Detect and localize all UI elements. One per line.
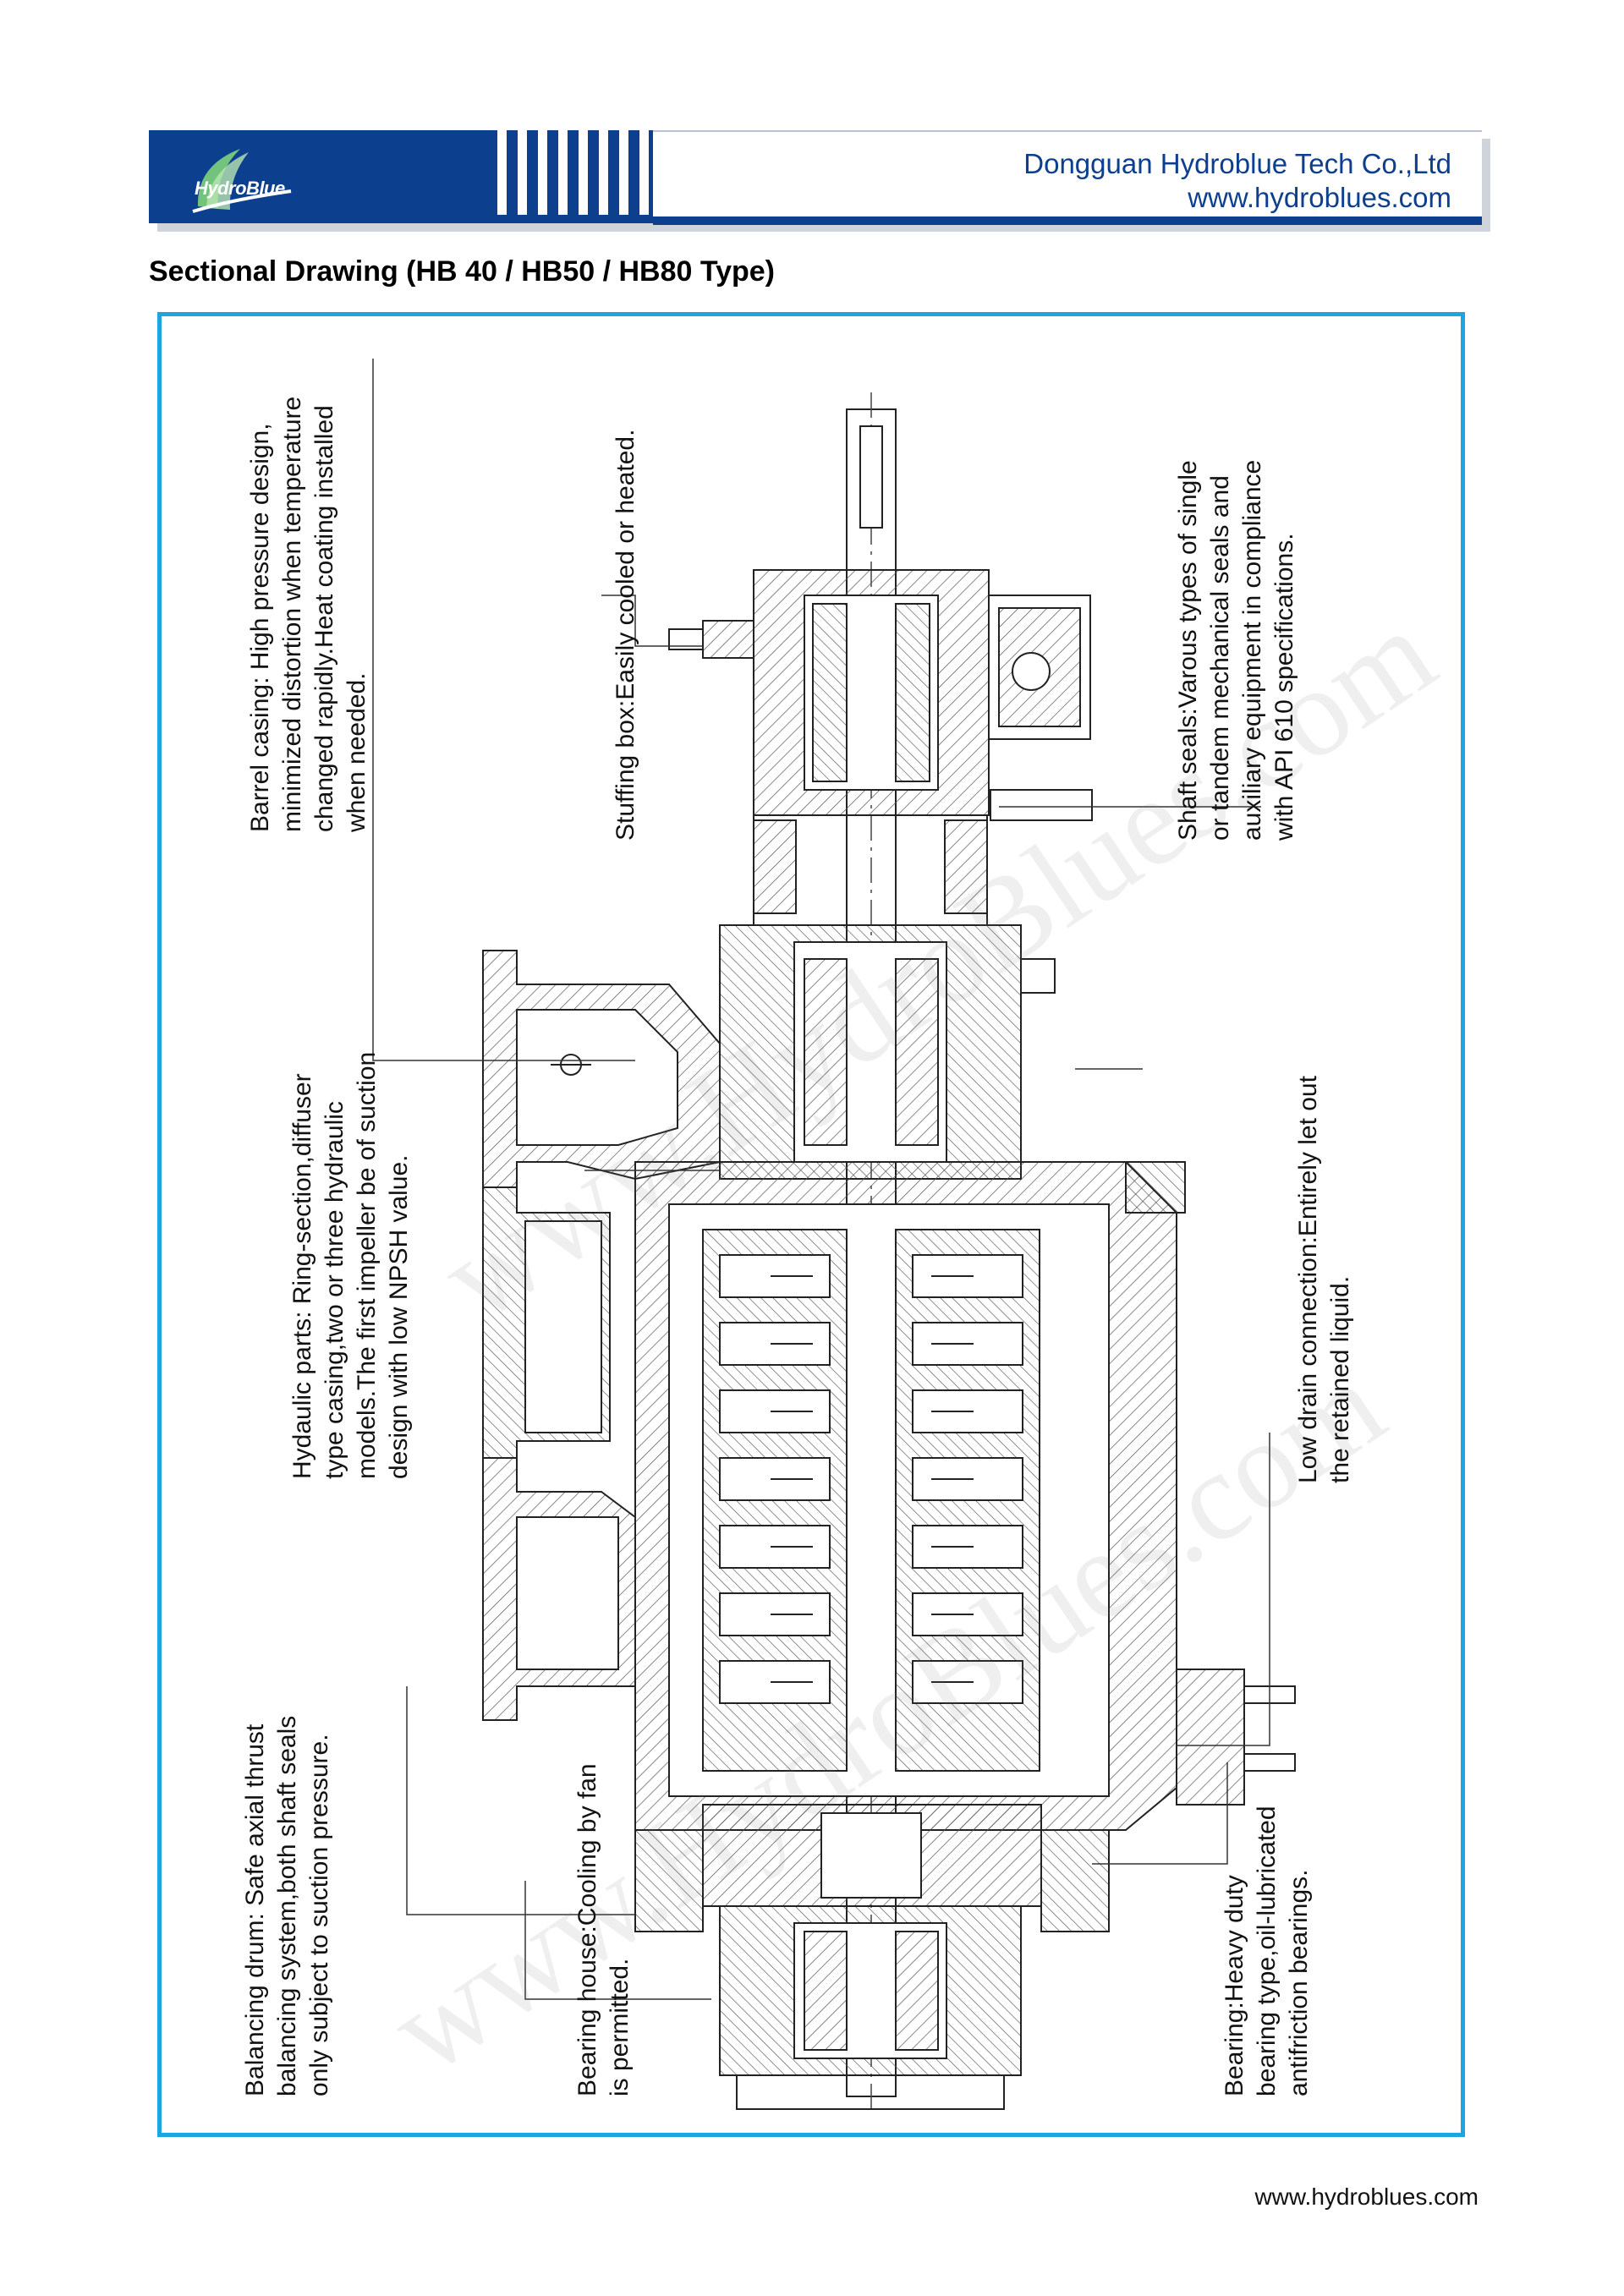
note-bearing-house: Bearing house:Cooling by fan is permitte… bbox=[573, 1763, 634, 2096]
note-balancing-drum: Balancing drum: Safe axial thrust balanc… bbox=[241, 1715, 333, 2096]
footer-url: www.hydroblues.com bbox=[1254, 2184, 1479, 2210]
impeller-stages bbox=[702, 1229, 1040, 1772]
logo-text: HydroBlue bbox=[195, 178, 285, 199]
discharge-nozzle bbox=[482, 950, 721, 1188]
note-shaft-seals: Shaft seals:Varous types of single or ta… bbox=[1174, 459, 1298, 841]
upper-stuffing-box bbox=[719, 924, 1056, 1180]
note-stuffing-box: Stuffing box:Easily cooled or heated. bbox=[612, 429, 639, 841]
drawing-frame: www.HydroBlues.com www.HydroBlues.com Ba… bbox=[157, 312, 1465, 2137]
header-stripes bbox=[497, 130, 653, 223]
sectional-drawing bbox=[372, 359, 1296, 2110]
company-url: www.hydroblues.com bbox=[1188, 182, 1451, 213]
header-company-panel: Dongguan Hydroblue Tech Co.,Ltd www.hydr… bbox=[653, 130, 1482, 218]
hydroblue-logo-icon bbox=[192, 149, 292, 213]
page-header: HydroBlue Dongguan Hydroblue Tech Co.,Lt… bbox=[149, 130, 1490, 232]
header-bottom-bar bbox=[653, 216, 1482, 225]
company-name: Dongguan Hydroblue Tech Co.,Ltd bbox=[1023, 148, 1451, 179]
note-low-drain: Low drain connection:Entirely let out th… bbox=[1294, 1076, 1354, 1483]
top-bearing-housing bbox=[668, 569, 1093, 925]
note-bearing: Bearing:Heavy duty bearing type,oil-lubr… bbox=[1221, 1806, 1313, 2096]
header-brand-panel: HydroBlue bbox=[149, 130, 653, 223]
note-barrel-casing: Barrel casing: High pressure design, min… bbox=[246, 396, 370, 832]
leader-lines bbox=[372, 359, 1270, 2000]
page-title: Sectional Drawing (HB 40 / HB50 / HB80 T… bbox=[149, 255, 775, 288]
shaft-key bbox=[859, 425, 883, 529]
lower-stuffing-box bbox=[719, 1905, 1022, 2110]
note-hydraulic-parts: Hydaulic parts: Ring-section,diffuser ty… bbox=[288, 1051, 413, 1479]
suction-nozzle bbox=[482, 1186, 636, 1721]
